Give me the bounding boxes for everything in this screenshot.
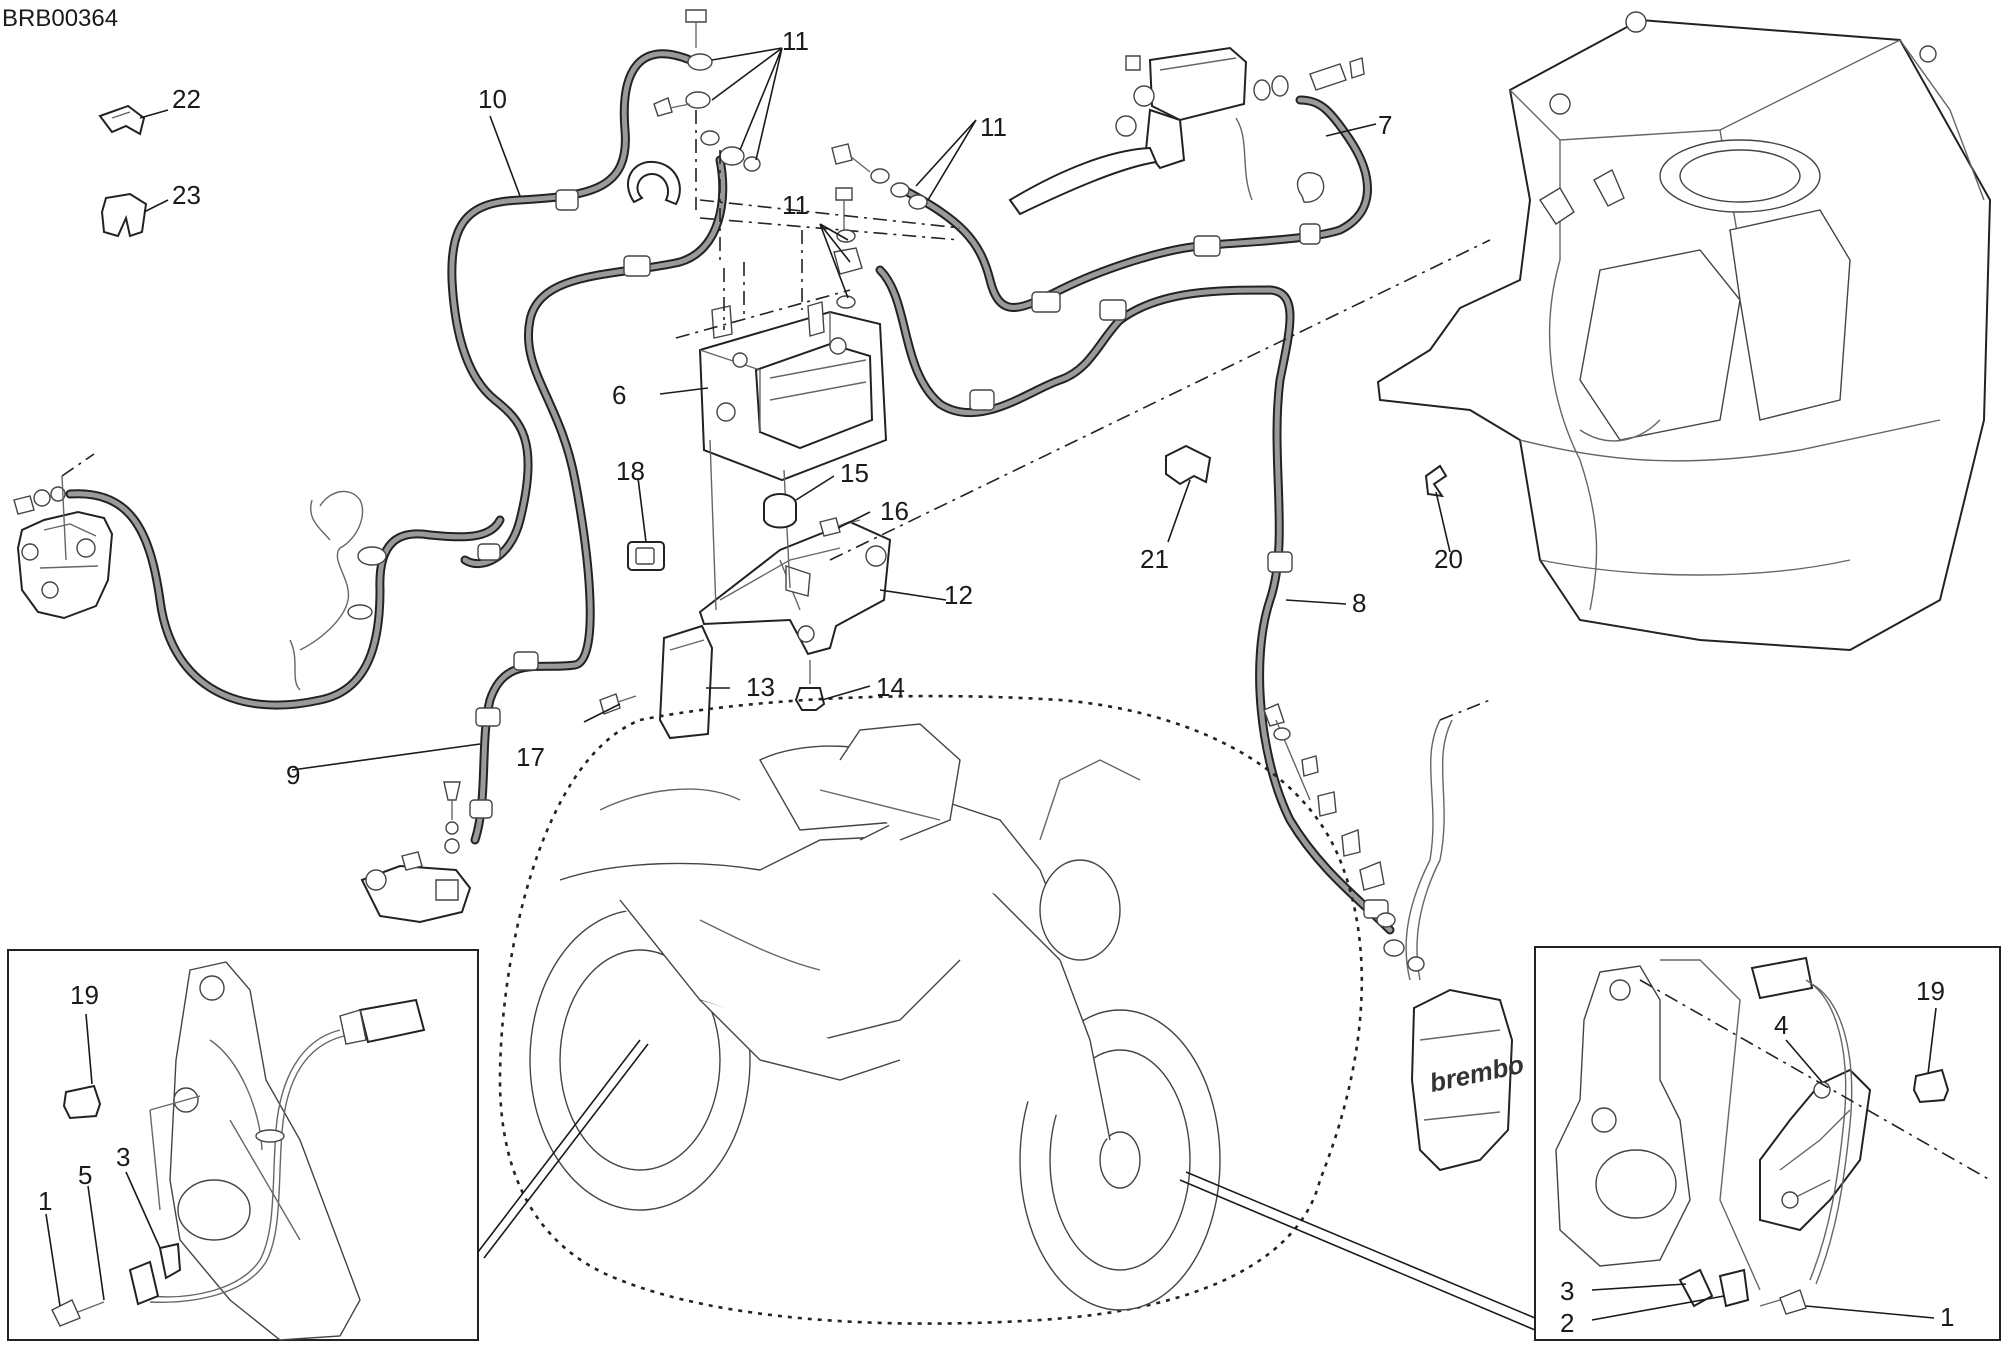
brake-hose-10 (447, 49, 695, 569)
banjo-bolts-11 (653, 9, 761, 260)
callout-13: 13 (746, 672, 775, 702)
airbox-assembly (1376, 11, 1992, 652)
rubber-18 (627, 541, 665, 571)
grommet-15 (763, 493, 797, 529)
callout-23: 23 (172, 180, 201, 210)
callout-3-right: 3 (1560, 1276, 1574, 1306)
callout-5: 5 (78, 1160, 92, 1190)
diagram-code: BRB00364 (2, 5, 118, 32)
front-banjo-bolts (1263, 703, 1385, 891)
callout-10: 10 (478, 84, 507, 114)
bolt-17 (599, 693, 637, 715)
abs-control-unit-6 (675, 217, 961, 482)
motorcycle-overview (477, 694, 1536, 1331)
leader-lines (45, 47, 1937, 1321)
hose-clip-23 (100, 192, 148, 238)
callout-11-mid: 11 (782, 190, 809, 220)
callout-19-right: 19 (1916, 976, 1945, 1006)
bracket-12 (698, 439, 892, 656)
brake-hose-7 (899, 95, 1372, 313)
brake-hose-9 (469, 155, 728, 845)
callout-11-top: 11 (782, 26, 809, 56)
callout-17: 17 (516, 742, 545, 772)
bolts-11-upper (699, 143, 961, 229)
callout-19-left: 19 (70, 980, 99, 1010)
callout-3-left: 3 (116, 1142, 130, 1172)
callout-7: 7 (1378, 110, 1392, 140)
callout-8: 8 (1352, 588, 1366, 618)
hose-clip-22 (98, 104, 146, 136)
rear-brake-caliper (13, 453, 114, 620)
rear-master-cylinder (360, 781, 472, 924)
callout-11-right: 11 (980, 112, 1007, 142)
callout-1-right: 1 (1940, 1302, 1954, 1332)
front-brake-caliper: brembo (1376, 699, 1527, 1172)
callout-labels: 22 23 10 11 11 11 7 6 15 16 18 12 13 14 … (38, 26, 1954, 1338)
callout-4-visible: 4 (1774, 1010, 1788, 1040)
clip-20 (1424, 464, 1448, 498)
callout-2: 2 (1560, 1308, 1574, 1338)
callout-12: 12 (944, 580, 973, 610)
nut-14 (794, 660, 826, 711)
plate-13 (658, 624, 714, 740)
callout-9: 9 (286, 760, 300, 790)
callout-6: 6 (612, 380, 626, 410)
clip-21 (1165, 444, 1212, 486)
callout-20: 20 (1434, 544, 1463, 574)
callout-15: 15 (840, 458, 869, 488)
front-sensor-detail-box (1534, 946, 2001, 1341)
callout-16: 16 (880, 496, 909, 526)
front-master-cylinder (1008, 46, 1365, 216)
callout-21: 21 (1140, 544, 1169, 574)
callout-1-left: 1 (38, 1186, 52, 1216)
callout-18: 18 (616, 456, 645, 486)
bolts-11-middle (833, 187, 863, 309)
callout-14: 14 (876, 672, 905, 702)
callout-22: 22 (172, 84, 201, 114)
